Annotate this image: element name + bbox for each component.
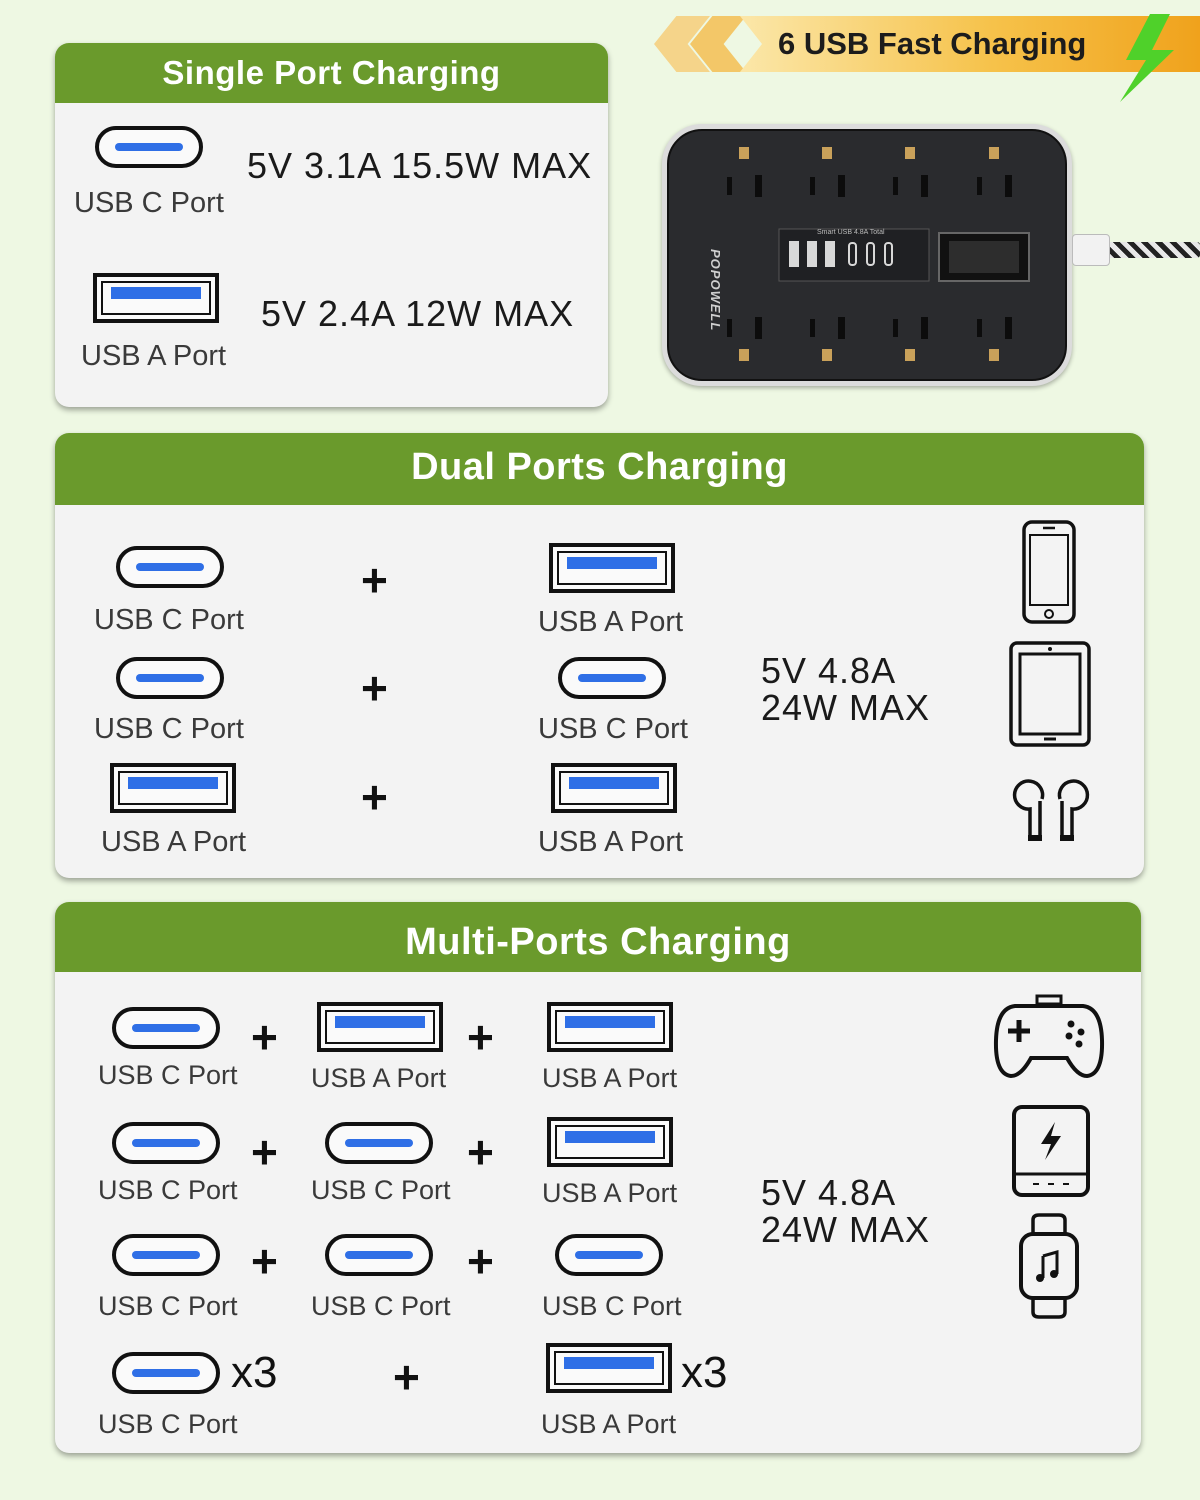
plus-sign: + [251, 1011, 278, 1063]
usb-a-port-icon [549, 543, 675, 593]
port-label: USB A Port [101, 826, 247, 858]
usb-a-port-icon [547, 1117, 673, 1167]
port-label: USB C Port [74, 187, 224, 219]
usb-a-port-icon [551, 763, 677, 813]
usb-a-port-icon [317, 1002, 443, 1052]
usb-c-port-icon [112, 1007, 220, 1049]
port-label: USB A Port [81, 340, 227, 372]
multi-ports-panel: Multi-Ports Charging USB C Port + USB A … [55, 902, 1141, 1453]
usb-c-port-icon [95, 126, 203, 168]
power-strip-image: POPOWELL Smart USB 4.8A Total [662, 124, 1072, 386]
usb-caption: Smart USB 4.8A Total [817, 229, 885, 236]
port-label: USB C Port [538, 713, 688, 745]
usb-a-port-icon [547, 1002, 673, 1052]
brand-label: POPOWELL [708, 249, 723, 332]
spec-line: 5V 4.8A [761, 650, 897, 691]
phone-icon [1022, 520, 1076, 624]
spec-text: 5V 2.4A 12W MAX [261, 293, 575, 334]
spec-text: 5V 3.1A 15.5W MAX [247, 145, 593, 186]
spec-line: 5V 4.8A [761, 1172, 897, 1213]
banner-text: 6 USB Fast Charging [778, 26, 1087, 61]
panel-title: Single Port Charging [55, 43, 608, 103]
plus-sign: + [467, 1011, 494, 1063]
spec-line: 24W MAX [761, 687, 931, 728]
banner: 6 USB Fast Charging [740, 16, 1200, 72]
usb-c-port-icon [112, 1352, 220, 1394]
usb-c-port-icon [112, 1122, 220, 1164]
usb-a-port-icon [93, 273, 219, 323]
port-label: USB C Port [94, 713, 244, 745]
usb-c-port-icon [112, 1234, 220, 1276]
usb-c-port-icon [558, 657, 666, 699]
panel-title: Dual Ports Charging [55, 433, 1144, 505]
port-label: USB C Port [311, 1175, 451, 1205]
port-label: USB A Port [538, 606, 684, 638]
port-label: USB C Port [542, 1291, 682, 1321]
usb-a-port-icon [546, 1343, 672, 1393]
port-label: USB C Port [98, 1291, 238, 1321]
plus-sign: + [361, 771, 388, 823]
port-label: USB C Port [98, 1409, 238, 1439]
panel-title: Multi-Ports Charging [55, 902, 1141, 972]
plus-sign: + [251, 1235, 278, 1287]
plus-sign: + [467, 1126, 494, 1178]
dual-ports-panel: Dual Ports Charging USB C Port + USB A P… [55, 433, 1144, 878]
gamepad-icon [993, 994, 1105, 1079]
power-bank-icon [1012, 1105, 1090, 1197]
multiplier: x3 [231, 1348, 278, 1397]
smartwatch-icon [1019, 1213, 1079, 1319]
port-label: USB C Port [98, 1060, 238, 1090]
plus-sign: + [361, 662, 388, 714]
usb-c-port-icon [555, 1234, 663, 1276]
plus-sign: + [393, 1351, 420, 1403]
port-label: USB C Port [311, 1291, 451, 1321]
port-label: USB C Port [94, 604, 244, 636]
earbuds-icon [1012, 779, 1090, 841]
cord-plug [1072, 234, 1110, 266]
single-port-panel: Single Port Charging USB C Port 5V 3.1A … [55, 43, 608, 407]
tablet-icon [1009, 641, 1091, 747]
plus-sign: + [467, 1235, 494, 1287]
usb-c-port-icon [325, 1234, 433, 1276]
multiplier: x3 [681, 1348, 728, 1397]
port-label: USB A Port [311, 1063, 447, 1093]
port-label: USB A Port [542, 1063, 678, 1093]
port-label: USB A Port [541, 1409, 677, 1439]
usb-a-port-icon [110, 763, 236, 813]
port-label: USB A Port [538, 826, 684, 858]
plus-sign: + [361, 554, 388, 606]
usb-c-port-icon [325, 1122, 433, 1164]
outlets-graphic [727, 147, 1030, 361]
lightning-bolt-icon [1120, 14, 1174, 102]
plus-sign: + [251, 1126, 278, 1178]
spec-line: 24W MAX [761, 1209, 931, 1250]
port-label: USB A Port [542, 1178, 678, 1208]
usb-c-port-icon [116, 657, 224, 699]
port-label: USB C Port [98, 1175, 238, 1205]
usb-c-port-icon [116, 546, 224, 588]
